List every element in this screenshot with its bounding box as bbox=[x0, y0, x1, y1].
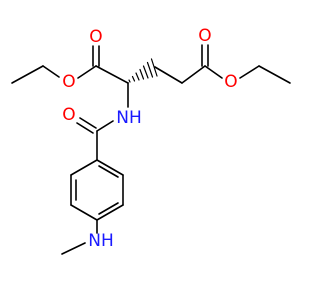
structure-canvas: O O O O NH O NH bbox=[11, 26, 291, 255]
hashed-stereo-bond bbox=[128, 58, 158, 83]
atom-o-right-ester: O bbox=[224, 72, 237, 92]
bond-right-o-ethyl bbox=[239, 65, 260, 79]
bond-ch2-carbonyl bbox=[181, 65, 206, 84]
ring-bond-3 bbox=[96, 204, 124, 221]
bond-left-ethyl-o bbox=[42, 65, 60, 78]
ring-inner-double-2 bbox=[98, 202, 119, 215]
atom-o-right-carbonyl: O bbox=[198, 26, 211, 46]
bond-right-carbonyl-o bbox=[204, 65, 223, 79]
bond-left-o-carbonyl bbox=[77, 65, 97, 79]
bond-carbonyl-alpha bbox=[95, 65, 129, 84]
atom-o-left-carbonyl: O bbox=[89, 27, 102, 47]
molecule-structure: O O O O NH O NH bbox=[11, 26, 291, 255]
bond-right-methyl bbox=[258, 65, 291, 84]
ring-bond-6 bbox=[70, 159, 98, 176]
ring-bond-4 bbox=[70, 204, 98, 221]
atom-nh-amide: NH bbox=[116, 108, 142, 128]
atom-nh-amine: NH bbox=[88, 231, 114, 251]
bond-amine-methyl bbox=[61, 242, 86, 255]
atom-o-amide: O bbox=[62, 105, 75, 125]
bond-n-amide-carbonyl bbox=[96, 120, 114, 132]
bond-amide-carbonyl-double-2 bbox=[76, 122, 94, 134]
bond-left-methyl bbox=[11, 65, 44, 84]
bond-amide-carbonyl-double-1 bbox=[79, 117, 97, 129]
ring-inner-double-1 bbox=[98, 165, 119, 178]
bond-ch2-ch2 bbox=[154, 66, 183, 84]
atom-o-left-ester: O bbox=[62, 72, 75, 92]
ring-bond-1 bbox=[96, 159, 124, 176]
